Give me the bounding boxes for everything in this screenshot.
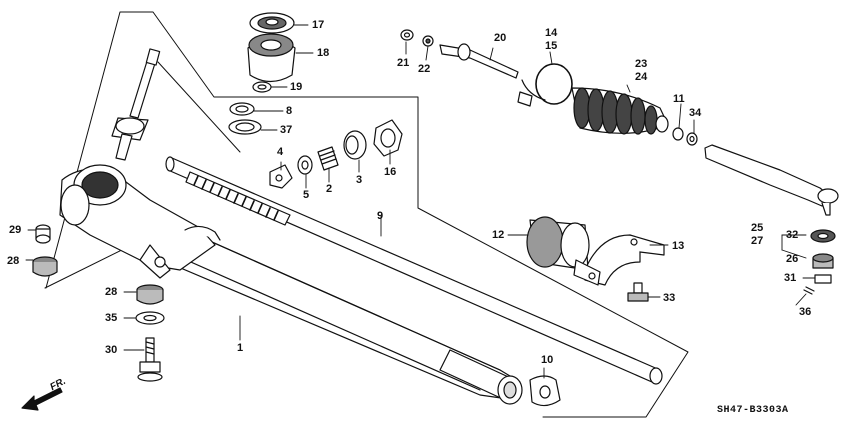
callout-36: 36 <box>799 306 812 318</box>
callout-24: 24 <box>635 71 648 83</box>
callout-5: 5 <box>303 189 310 201</box>
callout-37: 37 <box>280 124 293 136</box>
callout-15: 15 <box>545 40 558 52</box>
callout-2: 2 <box>326 183 333 195</box>
callout-11: 11 <box>673 93 685 105</box>
pinion-shaft <box>111 48 161 161</box>
callout-22: 22 <box>418 63 431 75</box>
leader-lines <box>25 24 816 379</box>
callout-3: 3 <box>356 174 363 186</box>
callout-26: 26 <box>786 253 799 265</box>
callout-23: 23 <box>635 58 648 70</box>
callout-28-lower: 28 <box>105 286 118 298</box>
callout-28-upper: 28 <box>7 255 20 267</box>
callout-4: 4 <box>277 146 284 158</box>
callout-31: 31 <box>784 272 797 284</box>
callout-9: 9 <box>377 210 384 222</box>
callout-30: 30 <box>105 344 118 356</box>
drawing-code: SH47-B3303A <box>717 405 789 416</box>
callout-33: 33 <box>663 292 676 304</box>
mounting-bushing-and-clamp <box>526 216 665 286</box>
steering-rack <box>165 156 663 385</box>
small-hardware <box>32 224 836 407</box>
callout-18: 18 <box>317 47 330 59</box>
callout-34: 34 <box>689 107 702 119</box>
callout-12: 12 <box>492 229 505 241</box>
callout-20: 20 <box>494 32 507 44</box>
pinion-seal-parts <box>228 12 296 135</box>
callout-32: 32 <box>786 229 799 241</box>
callout-17: 17 <box>312 19 325 31</box>
rack-guide-parts <box>269 119 403 189</box>
callout-14: 14 <box>545 27 558 39</box>
tie-rod-end-parts <box>400 29 839 216</box>
callout-16: 16 <box>384 166 397 178</box>
callout-8: 8 <box>286 105 293 117</box>
callout-25: 25 <box>751 222 764 234</box>
callout-19: 19 <box>290 81 303 93</box>
callout-29: 29 <box>9 224 22 236</box>
callout-21: 21 <box>397 57 410 69</box>
main-tube-assembly <box>59 164 523 405</box>
forward-direction-arrow-icon <box>21 387 63 411</box>
callout-1: 1 <box>237 342 244 354</box>
callout-10: 10 <box>541 354 554 366</box>
callout-35: 35 <box>105 312 118 324</box>
callout-27: 27 <box>751 235 764 247</box>
callout-13: 13 <box>672 240 685 252</box>
